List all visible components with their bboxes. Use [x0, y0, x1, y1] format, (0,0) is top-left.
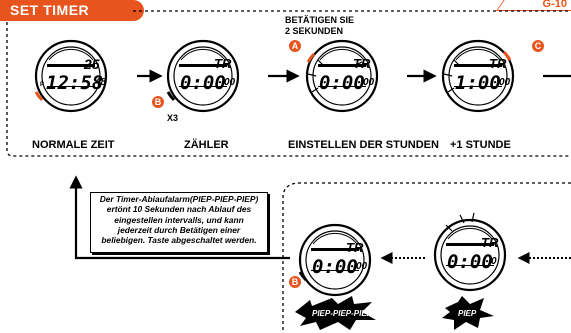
note-line: eingestellen intervalls, und kann — [114, 214, 244, 225]
display-mode-tr: TR — [481, 235, 499, 250]
display-timer-value: 0:00 — [180, 72, 226, 94]
repeat-count: X3 — [167, 113, 179, 123]
bottom-frame — [282, 182, 571, 333]
display-mode-tr: TR — [346, 240, 364, 255]
note-line: Der Timer-Abiaufalarm(PIEP-PIEP-PIEP) — [99, 194, 259, 204]
display-timer-value: 0:00 — [319, 72, 365, 94]
display-top-value: 25 — [84, 56, 100, 72]
page-number: G-10 — [542, 0, 567, 10]
burst-piep-piep-piep — [295, 296, 376, 330]
button-b-badge: B — [289, 276, 301, 288]
button-b-badge: B — [152, 96, 164, 108]
display-timer-seconds: 00 — [363, 77, 375, 88]
display-pm-indicator: P — [40, 82, 45, 88]
note-line: jederzeit durch Betätigen einer — [117, 224, 241, 235]
display-mode-tr: TR — [353, 56, 371, 71]
display-mode-tr: TR — [214, 56, 232, 71]
display-timer-seconds: 00 — [356, 261, 368, 272]
burst-label-piep-piep-piep: PIEP-PIEP-PIEP — [312, 309, 373, 318]
display-mode-tr: TR — [489, 56, 507, 71]
display-timer-seconds: 00 — [499, 77, 511, 88]
display-timer-value: 1:00 — [455, 72, 501, 94]
press-instruction-line2: 2 SEKUNDEN — [285, 26, 344, 36]
watch-plus-one-hour — [441, 39, 515, 113]
button-a-badge: A — [289, 40, 301, 52]
step-label-set-hours: EINSTELLEN DER STUNDEN — [288, 139, 439, 151]
watch-countdown-beep — [433, 212, 507, 292]
burst-label-piep: PIEP — [458, 309, 477, 318]
step-label-counter: ZÄHLER — [184, 139, 229, 151]
display-seconds: 48 — [95, 77, 107, 88]
arrow-return — [69, 175, 290, 260]
press-instruction-line1: BETÄTIGEN SIE — [285, 15, 355, 25]
alarm-note: Der Timer-Abiaufalarm(PIEP-PIEP-PIEP) er… — [90, 192, 268, 253]
section-title: SET TIMER — [0, 0, 144, 21]
display-timer-value: 0:00 — [447, 251, 493, 273]
step-label-normal-time: NORMALE ZEIT — [32, 139, 115, 151]
note-line: ertönt 10 Sekunden nach Ablauf des — [106, 204, 252, 215]
display-timer-seconds: 00 — [224, 77, 236, 88]
step-label-plus-hour: +1 STUNDE — [450, 139, 511, 151]
display-main-time: 12:58 — [46, 72, 104, 94]
note-line: beliebigen. Taste abgeschaltet werden. — [101, 235, 257, 246]
button-c-badge: C — [532, 40, 544, 52]
display-timer-seconds: 0 — [491, 256, 497, 267]
burst-piep — [442, 296, 494, 330]
display-timer-value: 0:00 — [312, 256, 358, 278]
top-frame — [6, 10, 571, 157]
watch-set-hours — [305, 39, 379, 113]
